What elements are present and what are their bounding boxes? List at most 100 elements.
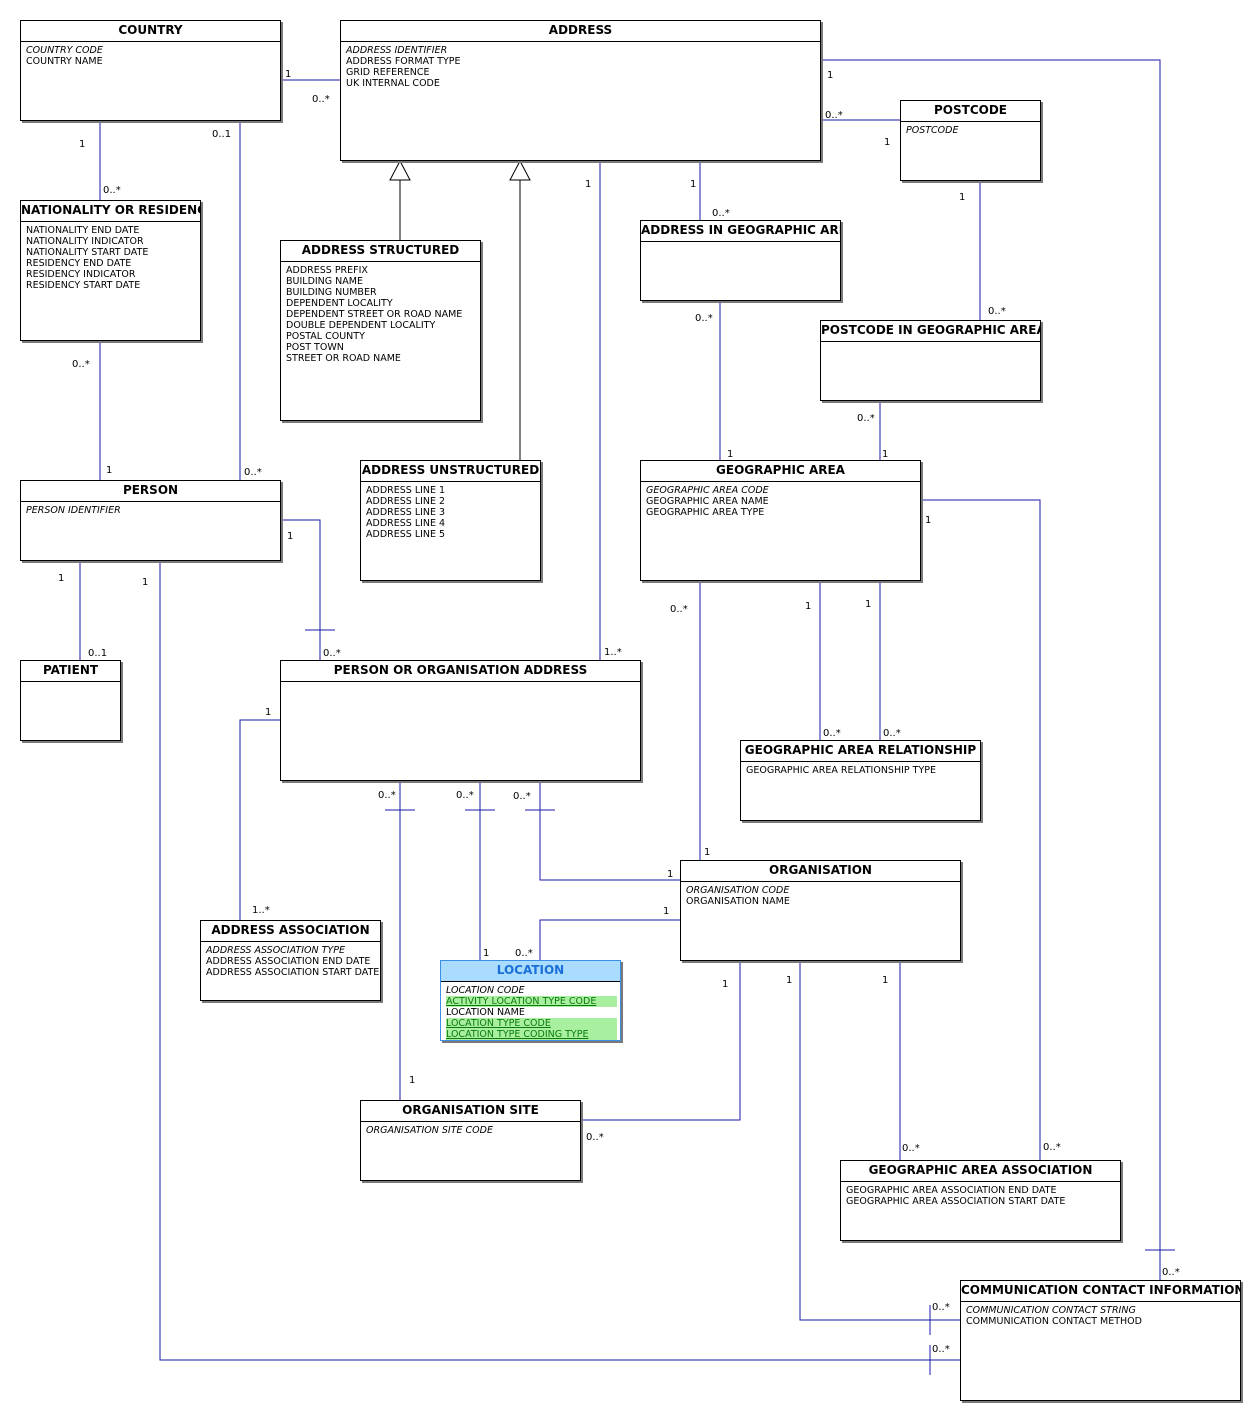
multiplicity-label: 1	[483, 948, 490, 959]
multiplicity-label: 0..*	[825, 110, 843, 121]
attribute-key: ORGANISATION SITE CODE	[366, 1125, 493, 1136]
attribute: ADDRESS PREFIX	[286, 265, 368, 276]
attribute: GEOGRAPHIC AREA TYPE	[646, 507, 765, 518]
entity-address-in-geographic-area[interactable]: ADDRESS IN GEOGRAPHIC AREA	[640, 220, 841, 301]
attribute: ADDRESS LINE 2	[366, 496, 446, 507]
multiplicity-label: 0..*	[103, 185, 121, 196]
entity-patient[interactable]: PATIENT	[20, 660, 121, 741]
attribute: RESIDENCY END DATE	[26, 258, 132, 269]
entity-title: PERSON	[21, 481, 280, 502]
attribute: GEOGRAPHIC AREA RELATIONSHIP TYPE	[746, 765, 936, 776]
multiplicity-label: 0..*	[513, 791, 531, 802]
entity-title: GEOGRAPHIC AREA ASSOCIATION	[841, 1161, 1120, 1182]
entity-person[interactable]: PERSON PERSON IDENTIFIER	[20, 480, 281, 561]
entity-organisation-site[interactable]: ORGANISATION SITE ORGANISATION SITE CODE	[360, 1100, 581, 1181]
multiplicity-label: 1	[58, 573, 65, 584]
attribute: ADDRESS ASSOCIATION START DATE	[206, 967, 380, 978]
entity-title: ORGANISATION SITE	[361, 1101, 580, 1122]
multiplicity-label: 0..*	[988, 306, 1006, 317]
multiplicity-label: 0..*	[456, 790, 474, 801]
attribute-highlighted: ACTIVITY LOCATION TYPE CODE	[446, 996, 617, 1007]
attribute: ORGANISATION NAME	[686, 896, 790, 907]
entity-title: ADDRESS STRUCTURED	[281, 241, 480, 262]
rel-poa-org	[539, 781, 681, 881]
multiplicity-label: 1	[925, 515, 932, 526]
entity-address-unstructured[interactable]: ADDRESS UNSTRUCTURED ADDRESS LINE 1 ADDR…	[360, 460, 541, 581]
entity-title: ADDRESS IN GEOGRAPHIC AREA	[641, 221, 840, 242]
multiplicity-label: 1	[690, 179, 697, 190]
multiplicity-label: 1	[585, 179, 592, 190]
attribute: NATIONALITY END DATE	[26, 225, 140, 236]
multiplicity-label: 1	[409, 1075, 416, 1086]
attribute: GEOGRAPHIC AREA ASSOCIATION START DATE	[846, 1196, 1066, 1207]
multiplicity-label: 1	[79, 139, 86, 150]
multiplicity-label: 0..*	[72, 359, 90, 370]
attribute-key: POSTCODE	[906, 125, 959, 136]
entity-title: COMMUNICATION CONTACT INFORMATION	[961, 1281, 1240, 1302]
attribute: ADDRESS LINE 1	[366, 485, 446, 496]
attribute: COUNTRY NAME	[26, 56, 103, 67]
attribute: DEPENDENT LOCALITY	[286, 298, 393, 309]
attribute-key: ORGANISATION CODE	[686, 885, 790, 896]
entity-title: ADDRESS UNSTRUCTURED	[361, 461, 540, 482]
entity-address[interactable]: ADDRESS ADDRESS IDENTIFIER ADDRESS FORMA…	[340, 20, 821, 161]
entity-person-or-organisation-address[interactable]: PERSON OR ORGANISATION ADDRESS	[280, 660, 641, 781]
multiplicity-label: 0..*	[932, 1302, 950, 1313]
attribute: POST TOWN	[286, 342, 344, 353]
multiplicity-label: 1	[142, 577, 149, 588]
entity-organisation[interactable]: ORGANISATION ORGANISATION CODE ORGANISAT…	[680, 860, 961, 961]
multiplicity-label: 1	[285, 69, 292, 80]
multiplicity-label: 1	[265, 707, 272, 718]
attribute: NATIONALITY INDICATOR	[26, 236, 144, 247]
entity-postcode-in-geographic-area[interactable]: POSTCODE IN GEOGRAPHIC AREA	[820, 320, 1041, 401]
entity-geographic-area-relationship[interactable]: GEOGRAPHIC AREA RELATIONSHIP GEOGRAPHIC …	[740, 740, 981, 821]
multiplicity-label: 0..*	[902, 1143, 920, 1154]
attribute: ADDRESS LINE 4	[366, 518, 446, 529]
entity-title: GEOGRAPHIC AREA RELATIONSHIP	[741, 741, 980, 762]
entity-country[interactable]: COUNTRY COUNTRY CODE COUNTRY NAME	[20, 20, 281, 121]
entity-title: POSTCODE IN GEOGRAPHIC AREA	[821, 321, 1040, 342]
attribute: ADDRESS ASSOCIATION END DATE	[206, 956, 371, 967]
entity-address-association[interactable]: ADDRESS ASSOCIATION ADDRESS ASSOCIATION …	[200, 920, 381, 1001]
entity-title: PATIENT	[21, 661, 120, 682]
entity-geographic-area[interactable]: GEOGRAPHIC AREA GEOGRAPHIC AREA CODE GEO…	[640, 460, 921, 581]
attribute: BUILDING NUMBER	[286, 287, 377, 298]
entity-title: ADDRESS ASSOCIATION	[201, 921, 380, 942]
entity-address-structured[interactable]: ADDRESS STRUCTURED ADDRESS PREFIX BUILDI…	[280, 240, 481, 421]
multiplicity-label: 0..*	[857, 413, 875, 424]
multiplicity-label: 0..*	[883, 728, 901, 739]
entity-postcode[interactable]: POSTCODE POSTCODE	[900, 100, 1041, 181]
multiplicity-label: 0..*	[323, 648, 341, 659]
attribute: LOCATION NAME	[446, 1007, 525, 1018]
multiplicity-label: 1	[805, 601, 812, 612]
entity-title: GEOGRAPHIC AREA	[641, 461, 920, 482]
entity-nationality-or-residency[interactable]: NATIONALITY OR RESIDENCY NATIONALITY END…	[20, 200, 201, 341]
attribute: POSTAL COUNTY	[286, 331, 365, 342]
attribute-highlighted: LOCATION TYPE CODING TYPE	[446, 1029, 617, 1040]
entity-title: ORGANISATION	[681, 861, 960, 882]
attribute: ADDRESS LINE 3	[366, 507, 446, 518]
multiplicity-label: 0..*	[712, 208, 730, 219]
attribute: RESIDENCY INDICATOR	[26, 269, 136, 280]
attribute: NATIONALITY START DATE	[26, 247, 149, 258]
multiplicity-label: 1	[704, 847, 711, 858]
rel-poa-assoc	[239, 719, 281, 921]
multiplicity-label: 0..*	[823, 728, 841, 739]
entity-communication-contact-information[interactable]: COMMUNICATION CONTACT INFORMATION COMMUN…	[960, 1280, 1241, 1401]
attribute-highlighted: LOCATION TYPE CODE	[446, 1018, 617, 1029]
entity-title: LOCATION	[441, 961, 620, 982]
entity-geographic-area-association[interactable]: GEOGRAPHIC AREA ASSOCIATION GEOGRAPHIC A…	[840, 1160, 1121, 1241]
entity-location[interactable]: LOCATION LOCATION CODE ACTIVITY LOCATION…	[440, 960, 621, 1041]
multiplicity-label: 1	[884, 137, 891, 148]
gen-arrow-unstructured	[509, 159, 531, 181]
multiplicity-label: 0..*	[244, 467, 262, 478]
multiplicity-label: 1	[827, 70, 834, 81]
entity-title: ADDRESS	[341, 21, 820, 42]
multiplicity-label: 1	[882, 449, 889, 460]
entity-title: POSTCODE	[901, 101, 1040, 122]
attribute: GRID REFERENCE	[346, 67, 430, 78]
multiplicity-label: 0..*	[312, 94, 330, 105]
multiplicity-label: 1	[663, 906, 670, 917]
gen-arrow-structured	[389, 159, 411, 181]
